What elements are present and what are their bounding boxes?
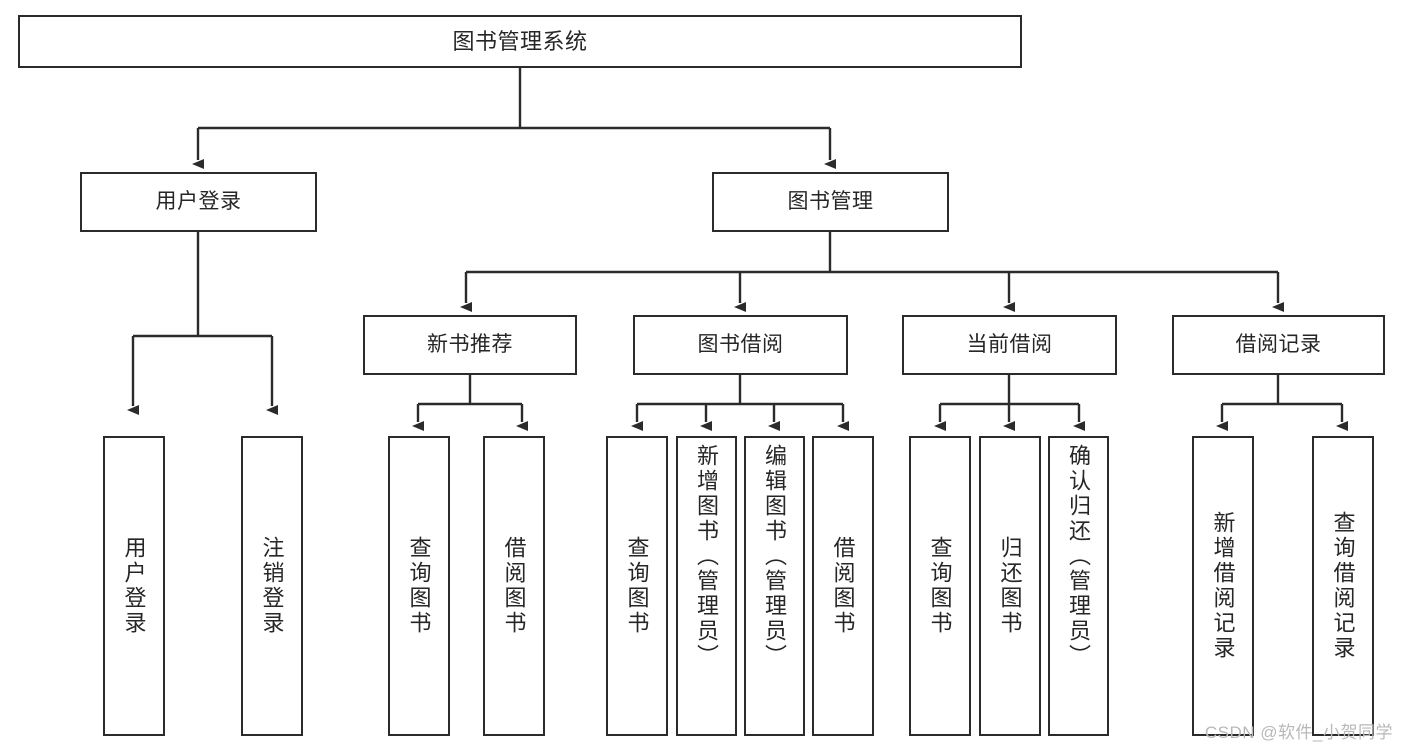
node-new-book-recommendation-label: 新书推荐 — [427, 332, 513, 356]
node-book-borrowing[interactable]: 图书借阅 — [633, 315, 848, 375]
node-leaf-query-book-2[interactable]: 查询图书 — [606, 436, 668, 736]
node-leaf-user-login[interactable]: 用户登录 — [103, 436, 165, 736]
node-leaf-add-borrow-record[interactable]: 新增借阅记录 — [1192, 436, 1254, 736]
node-new-book-recommendation[interactable]: 新书推荐 — [363, 315, 577, 375]
node-leaf-return-book[interactable]: 归还图书 — [979, 436, 1041, 736]
node-leaf-edit-book-label: 编辑图书（管理员） — [762, 444, 788, 669]
node-leaf-query-borrow-record-label: 查询借阅记录 — [1330, 511, 1356, 661]
node-book-borrowing-label: 图书借阅 — [697, 332, 784, 356]
node-root-label: 图书管理系统 — [452, 28, 588, 54]
node-leaf-user-login-label: 用户登录 — [121, 536, 147, 636]
node-leaf-query-book-1-label: 查询图书 — [406, 536, 432, 636]
node-leaf-logout-label: 注销登录 — [259, 536, 285, 636]
node-leaf-query-book-1[interactable]: 查询图书 — [388, 436, 450, 736]
node-leaf-confirm-return-label: 确认归还（管理员） — [1066, 444, 1092, 669]
node-root-book-management-system[interactable]: 图书管理系统 — [18, 15, 1022, 68]
node-leaf-query-book-2-label: 查询图书 — [624, 536, 650, 636]
node-leaf-borrow-book-1[interactable]: 借阅图书 — [483, 436, 545, 736]
node-current-borrowing[interactable]: 当前借阅 — [902, 315, 1117, 375]
node-leaf-edit-book[interactable]: 编辑图书（管理员） — [744, 436, 805, 736]
csdn-watermark: CSDN @软件_小贺同学 — [1204, 723, 1393, 742]
node-leaf-borrow-book-1-label: 借阅图书 — [501, 536, 527, 636]
node-borrowing-record-label: 借阅记录 — [1235, 332, 1322, 356]
node-leaf-borrow-book-2[interactable]: 借阅图书 — [812, 436, 874, 736]
node-leaf-add-borrow-record-label: 新增借阅记录 — [1210, 511, 1236, 661]
node-leaf-confirm-return[interactable]: 确认归还（管理员） — [1048, 436, 1109, 736]
node-leaf-add-book[interactable]: 新增图书（管理员） — [676, 436, 737, 736]
node-leaf-add-book-label: 新增图书（管理员） — [694, 444, 720, 669]
node-user-login[interactable]: 用户登录 — [80, 172, 317, 232]
node-book-management[interactable]: 图书管理 — [712, 172, 949, 232]
node-book-management-label: 图书管理 — [787, 189, 874, 213]
node-leaf-logout[interactable]: 注销登录 — [241, 436, 303, 736]
node-leaf-query-book-3[interactable]: 查询图书 — [909, 436, 971, 736]
node-leaf-return-book-label: 归还图书 — [997, 536, 1023, 636]
node-user-login-label: 用户登录 — [155, 189, 242, 213]
node-borrowing-record[interactable]: 借阅记录 — [1172, 315, 1385, 375]
node-leaf-borrow-book-2-label: 借阅图书 — [830, 536, 856, 636]
node-current-borrowing-label: 当前借阅 — [966, 332, 1053, 356]
node-leaf-query-book-3-label: 查询图书 — [927, 536, 953, 636]
node-leaf-query-borrow-record[interactable]: 查询借阅记录 — [1312, 436, 1374, 736]
